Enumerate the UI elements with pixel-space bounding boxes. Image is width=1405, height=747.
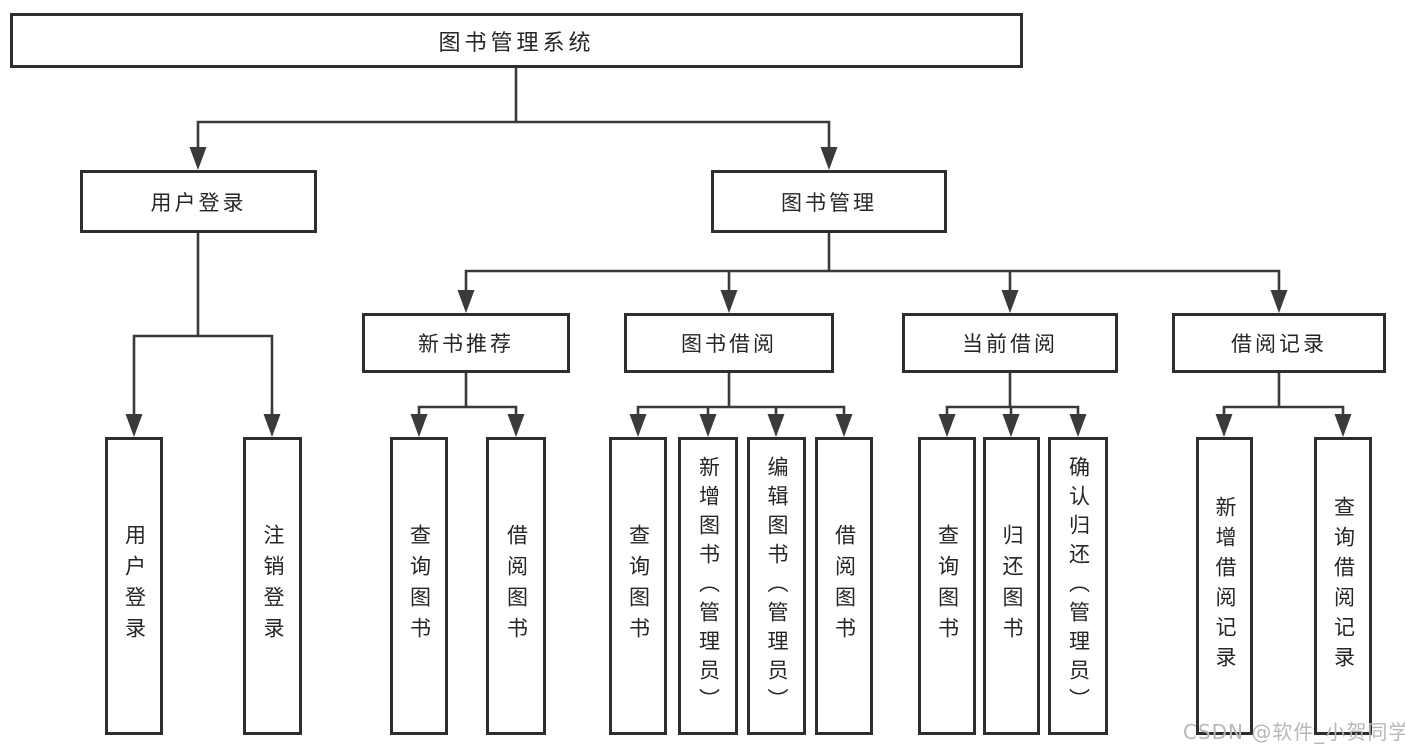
arrow-icon [263,414,281,437]
leaf-borrow-books-recommend: 借阅图书 [486,437,546,735]
arrow-icon [699,414,717,437]
arrow-icon [1002,414,1020,437]
leaf-query-books-current: 查询图书 [918,437,976,735]
connector-records-bar [1222,405,1345,420]
node-current-borrowing: 当前借阅 [902,313,1118,373]
node-library-system: 图书管理系统 [10,13,1023,68]
node-book-management: 图书管理 [711,170,947,233]
connector-current-bar [945,405,1080,420]
arrow-icon [1334,414,1352,437]
arrow-icon [720,290,738,313]
arrow-icon [189,147,207,170]
connector-newbook-bar [417,405,518,420]
arrow-icon [1270,290,1288,313]
leaf-borrow-books-borrow: 借阅图书 [815,437,873,735]
leaf-confirm-return-admin: 确认归还（管理员） [1048,437,1108,735]
connector-bookmgmt-bar [464,269,1281,296]
arrow-icon [125,414,143,437]
leaf-add-books-admin: 新增图书（管理员） [678,437,738,735]
leaf-query-books-borrow: 查询图书 [609,437,667,735]
node-book-borrowing: 图书借阅 [624,313,834,373]
leaf-edit-books-admin: 编辑图书（管理员） [747,437,806,735]
leaf-user-login: 用户登录 [105,437,163,735]
arrow-icon [767,414,785,437]
node-borrowing-records: 借阅记录 [1172,313,1386,373]
arrow-icon [938,414,956,437]
arrow-icon [835,414,853,437]
arrow-icon [457,290,475,313]
watermark: CSDN @软件_小贺同学 [1183,720,1405,744]
node-new-book-recommendation: 新书推荐 [362,313,570,373]
leaf-query-books-recommend: 查询图书 [390,437,448,735]
arrowheads [125,147,1352,437]
connector-root-left [196,68,518,151]
connector-root-right [516,120,831,151]
arrow-icon [410,414,428,437]
arrow-icon [1069,414,1087,437]
connector-userlogin-bar [132,334,274,420]
arrow-icon [507,414,525,437]
connector-borrowing-bar [636,405,846,420]
leaf-logout-login: 注销登录 [243,437,302,735]
leaf-query-borrow-record: 查询借阅记录 [1314,437,1372,735]
leaf-add-borrow-record: 新增借阅记录 [1196,437,1253,735]
arrow-icon [629,414,647,437]
arrow-icon [820,147,838,170]
arrow-icon [1215,414,1233,437]
node-user-login: 用户登录 [80,170,317,233]
leaf-return-books: 归还图书 [983,437,1040,735]
arrow-icon [1001,290,1019,313]
